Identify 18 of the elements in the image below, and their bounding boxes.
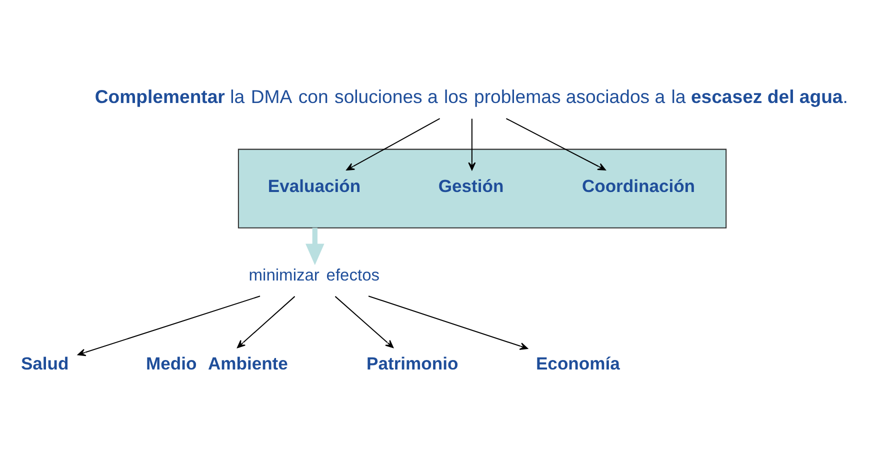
arrow (306, 228, 324, 266)
node-text: Patrimonio (366, 353, 458, 374)
node-text: Gestión (438, 176, 504, 196)
arrow (468, 118, 476, 170)
arrow (506, 118, 606, 170)
arrow (237, 296, 296, 348)
arrow (368, 296, 528, 350)
cluster (238, 148, 727, 228)
node-text: Evaluación (268, 176, 361, 196)
arrow (346, 118, 440, 170)
node-text: Coordinación (582, 176, 696, 196)
node-text: Medio Ambiente (146, 353, 288, 374)
node-text: Salud (20, 353, 69, 374)
node-text: Complementar la DMA con soluciones a los problemas asociados a la escasez del agua. (94, 86, 848, 108)
node-text: minimizar efectos (248, 265, 380, 284)
arrow (334, 296, 394, 348)
node-text: Economía (536, 353, 620, 374)
arrow (78, 296, 260, 356)
